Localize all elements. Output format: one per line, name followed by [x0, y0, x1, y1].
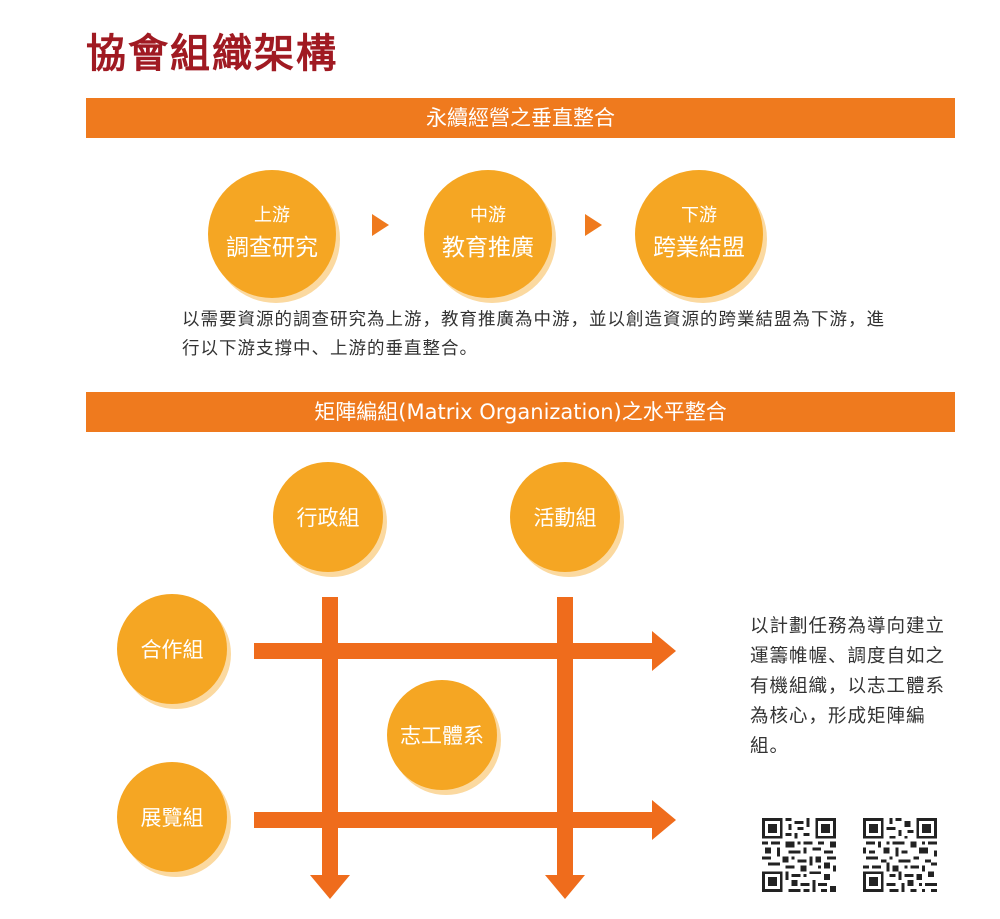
node-cooperation-group: 合作組: [117, 594, 227, 704]
vertical-integration-header: 永續經營之垂直整合: [86, 98, 955, 138]
qr-code-icon: [863, 818, 937, 892]
horizontal-integration-header: 矩陣編組(Matrix Organization)之水平整合: [86, 392, 955, 432]
stage-downstream: 下游 跨業結盟: [635, 170, 763, 298]
right-triangle-icon: [585, 214, 602, 236]
right-arrowhead-icon: [652, 631, 676, 671]
stage-upstream: 上游 調查研究: [208, 170, 336, 298]
node-exhibition-group: 展覽組: [117, 762, 227, 872]
node-events-label: 活動組: [533, 506, 597, 530]
down-arrowhead-icon: [310, 875, 350, 899]
node-volunteer-system: 志工體系: [387, 680, 497, 790]
matrix-horizontal-arrow-top: [254, 643, 654, 659]
matrix-horizontal-arrow-bottom: [254, 812, 654, 828]
right-arrowhead-icon: [652, 800, 676, 840]
qr-code-icon: [762, 818, 836, 892]
stage-downstream-title: 跨業結盟: [653, 235, 745, 261]
matrix-vertical-arrow-right: [557, 597, 573, 875]
right-triangle-icon: [372, 214, 389, 236]
stage-midstream: 中游 教育推廣: [424, 170, 552, 298]
node-admin-label: 行政組: [296, 506, 360, 530]
horizontal-integration-description: 以計劃任務為導向建立運籌帷幄、調度自如之有機組織，以志工體系為核心，形成矩陣編組…: [750, 616, 946, 757]
matrix-vertical-arrow-left: [322, 597, 338, 875]
vertical-integration-description: 以需要資源的調查研究為上游，教育推廣為中游，並以創造資源的跨業結盟為下游，進行以…: [182, 310, 885, 359]
node-cooperation-label: 合作組: [140, 638, 204, 662]
stage-midstream-label: 中游: [470, 205, 506, 226]
stage-upstream-title: 調查研究: [226, 235, 318, 261]
node-exhibition-label: 展覽組: [140, 806, 204, 830]
node-admin-group: 行政組: [273, 462, 383, 572]
page-title: 協會組織架構: [86, 30, 338, 77]
node-volunteer-label: 志工體系: [400, 724, 484, 748]
down-arrowhead-icon: [545, 875, 585, 899]
node-events-group: 活動組: [510, 462, 620, 572]
stage-upstream-label: 上游: [254, 205, 290, 226]
stage-midstream-title: 教育推廣: [442, 235, 534, 261]
stage-downstream-label: 下游: [681, 205, 717, 226]
